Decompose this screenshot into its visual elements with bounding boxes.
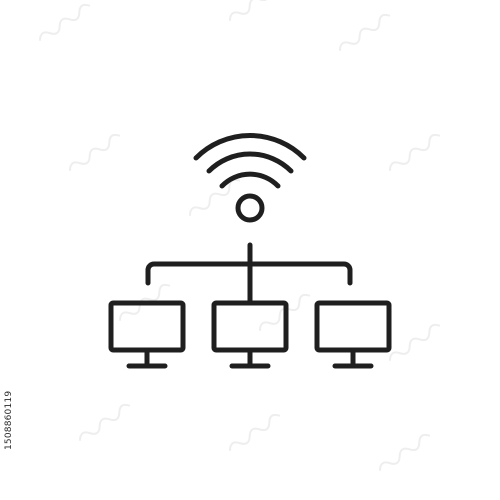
stock-image-id: 1508860119: [4, 390, 14, 450]
network-connectors: [145, 242, 353, 305]
wifi-arc-middle: [206, 151, 294, 174]
wifi-dot: [235, 193, 265, 223]
computer-monitor-icon-center: [211, 300, 289, 369]
wifi-arc-outer: [193, 133, 307, 161]
wifi-arc-inner: [219, 171, 281, 189]
computer-monitor-icon-right: [314, 300, 392, 369]
wifi-signal-icon: [193, 133, 307, 223]
computer-monitor-icon-left: [108, 300, 186, 369]
